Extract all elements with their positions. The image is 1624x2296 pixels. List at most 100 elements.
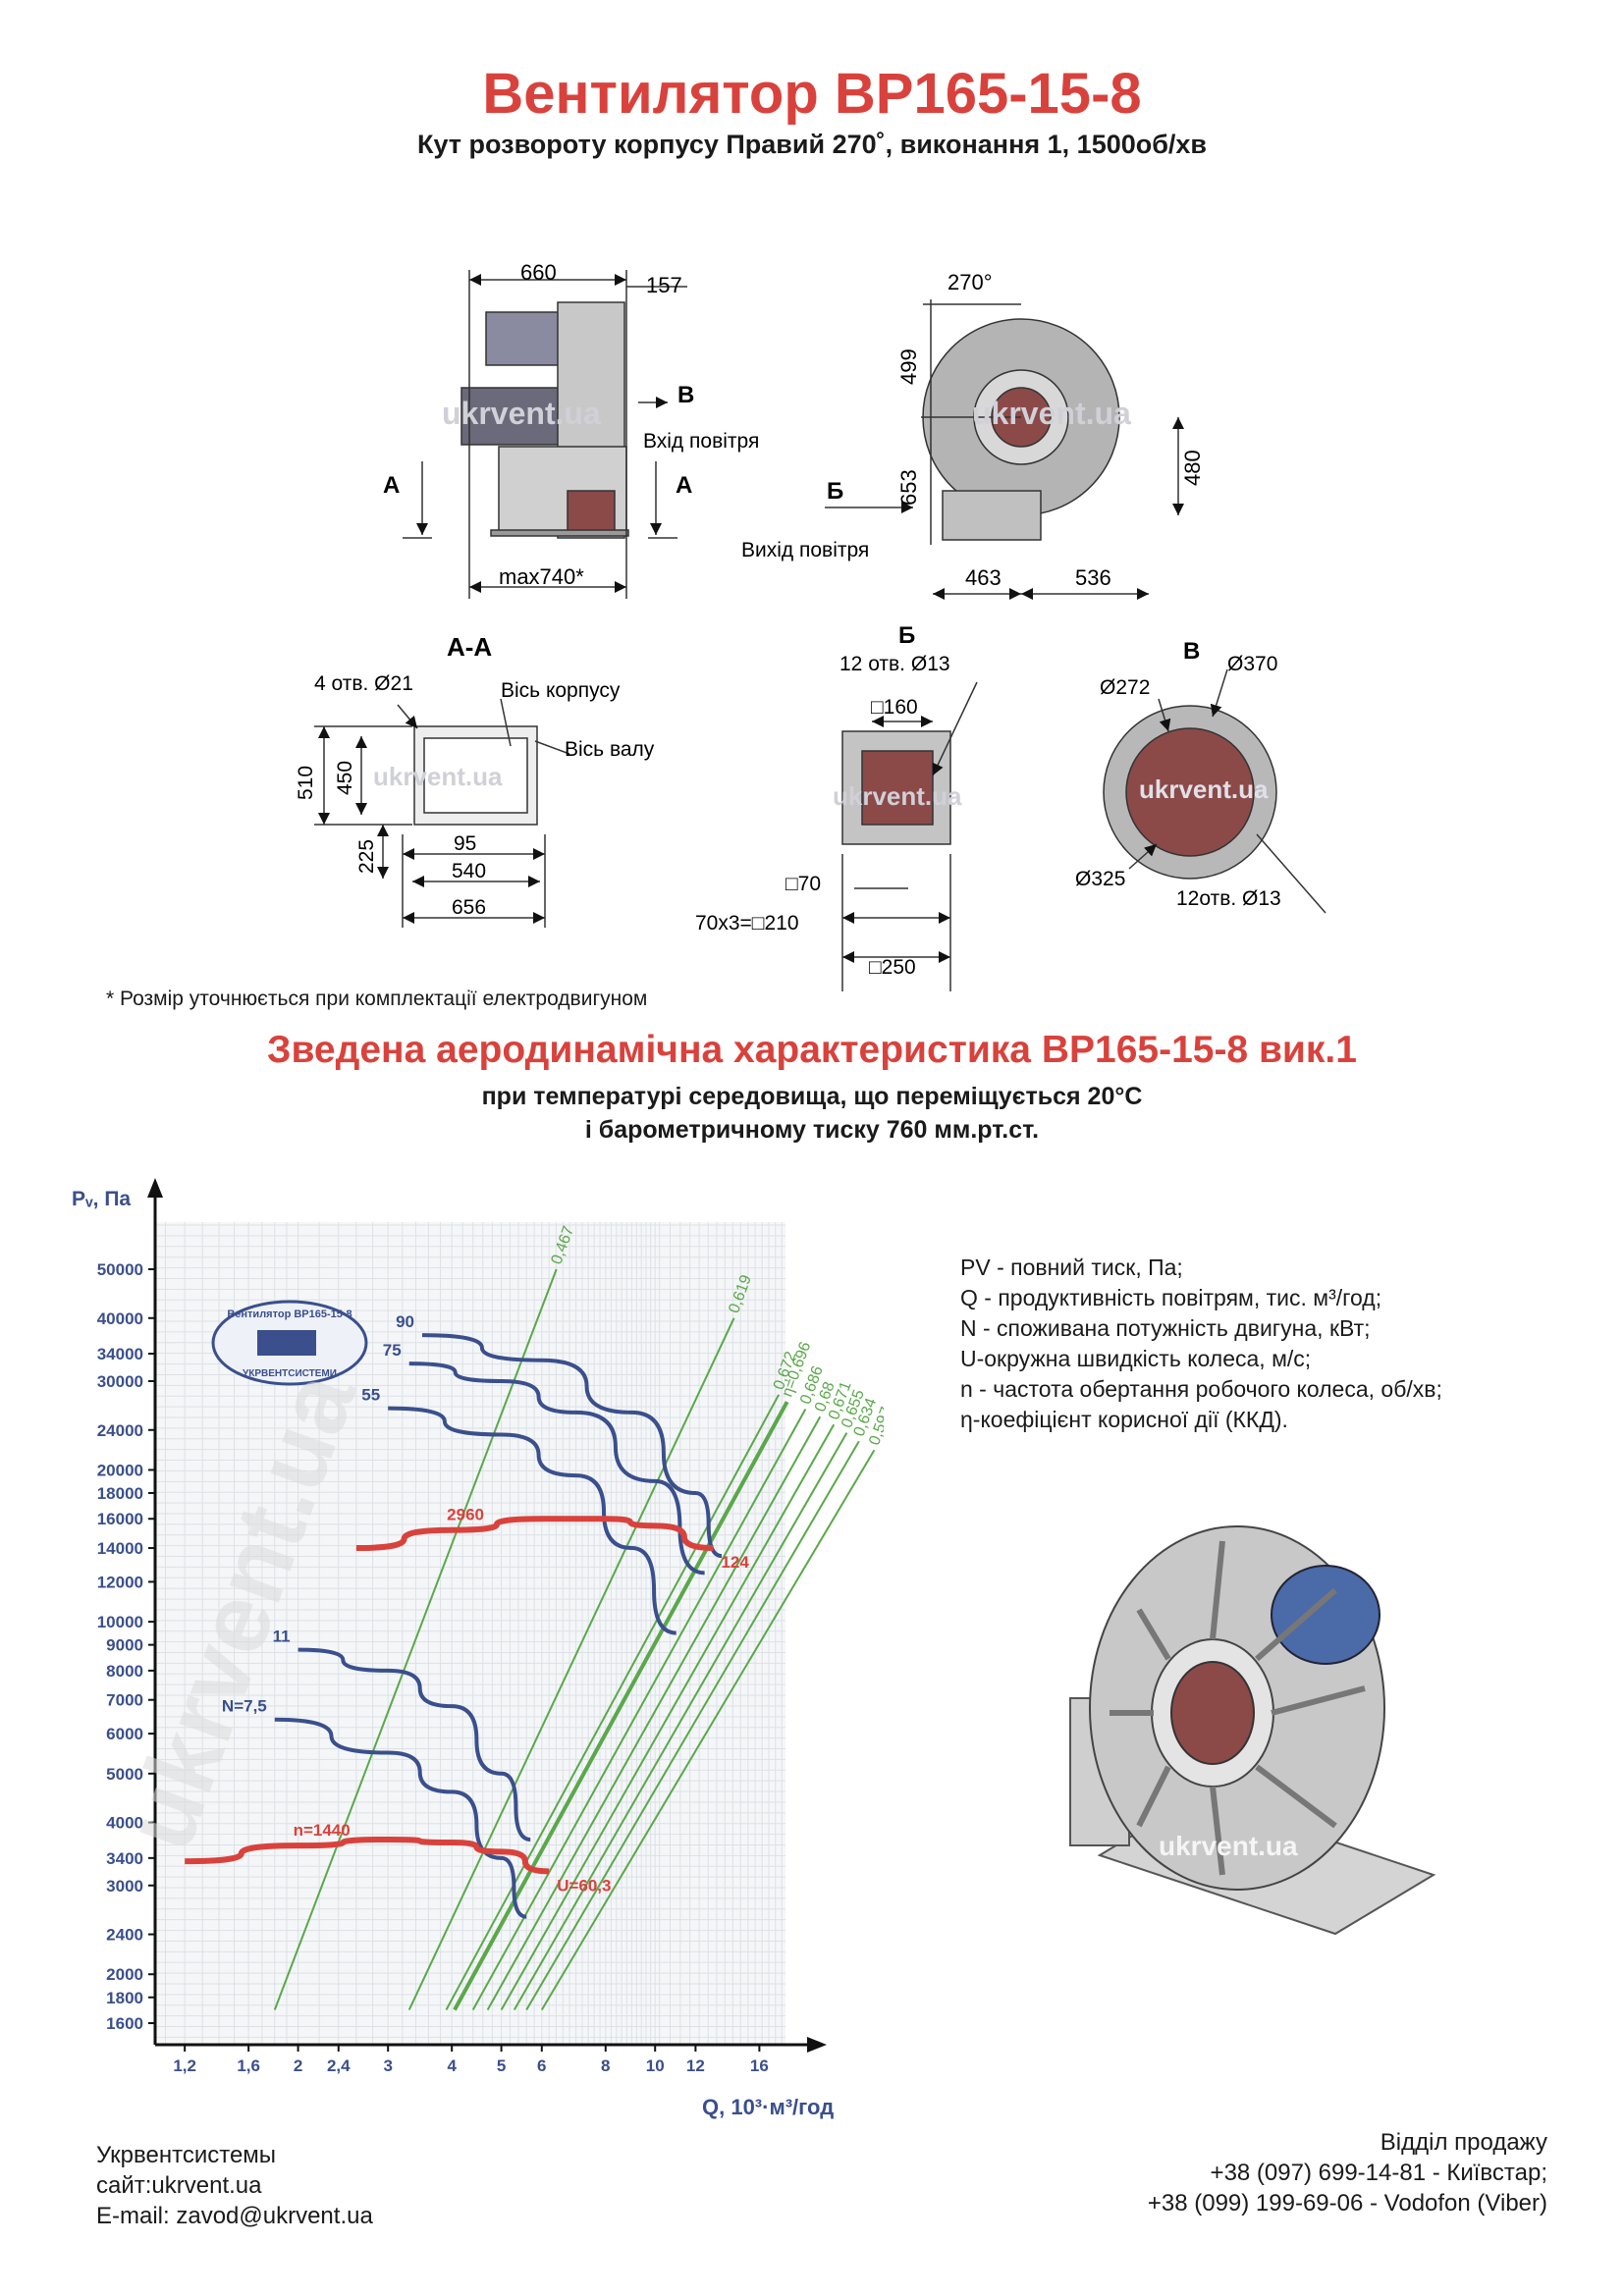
dim-max740: max740* [499, 564, 584, 589]
dim-250: □250 [869, 956, 916, 979]
shaft-axis-label: Вісь валу [565, 738, 655, 761]
legend-item: PV - повний тиск, Па; [960, 1255, 1183, 1280]
logo-fan-icon [257, 1330, 316, 1356]
footnote: * Розмір уточнюється при комплектації ел… [106, 988, 648, 1010]
y-tick-label: 2000 [106, 1965, 143, 1984]
y-tick-label: 30000 [97, 1372, 143, 1391]
efficiency-line [486, 1415, 822, 2010]
flange-b-title: Б [898, 622, 915, 649]
dim-d272: Ø272 [1100, 676, 1150, 699]
technical-drawings: 660 157 В Вхід повітря А А max740* 270° … [295, 260, 1326, 991]
holes-v: 12отв. Ø13 [1176, 887, 1281, 910]
y-tick-label: 9000 [106, 1636, 143, 1655]
legend-item: N - споживана потужність двигуна, кВт; [960, 1315, 1371, 1341]
section-a-right: А [676, 472, 692, 499]
y-tick-label: 34000 [97, 1345, 143, 1363]
speed-curve-end-label: 124 [721, 1553, 749, 1572]
holes-aa: 4 отв. Ø21 [314, 672, 413, 695]
x-tick-label: 2,4 [327, 2056, 351, 2075]
y-tick-label: 1600 [106, 2014, 143, 2033]
watermark-5: ukrvent.ua [1139, 774, 1269, 804]
dim-70: □70 [785, 873, 821, 895]
side-view-drawing [403, 270, 687, 599]
y-tick-label: 4000 [106, 1814, 143, 1833]
legend-item: U-окружна швидкість колеса, м/с; [960, 1346, 1312, 1371]
x-tick-label: 16 [750, 2056, 769, 2075]
body-axis-label: Вісь корпусу [501, 679, 621, 702]
y-tick-label: 14000 [97, 1539, 143, 1558]
x-tick-label: 1,2 [173, 2056, 196, 2075]
speed-curve [355, 1516, 714, 1552]
company-name: Укрвентсистемы [96, 2142, 277, 2168]
y-tick-label: 3000 [106, 1877, 143, 1896]
power-curve [422, 1333, 723, 1559]
page-title: Вентилятор ВР165-15-8 [482, 62, 1142, 126]
aero-title: Зведена аеродинамічна характеристика ВР1… [267, 1029, 1357, 1071]
efficiency-line [273, 1268, 558, 2010]
efficiency-line [525, 1440, 860, 2011]
footer-contacts: Укрвентсистемы сайт:ukrvent.ua E-mail: z… [96, 2140, 373, 2231]
y-tick-label: 24000 [97, 1421, 143, 1440]
power-curve-label: 55 [361, 1386, 380, 1405]
outlet-flange-drawing [841, 681, 978, 991]
dim-656: 656 [452, 896, 486, 919]
y-axis-arrow [147, 1178, 163, 1198]
x-tick-label: 6 [537, 2056, 546, 2075]
fan-illustration: ukrvent.ua [1069, 1525, 1436, 1936]
footer-sales: Відділ продажу +38 (097) 699-14-81 - Киї… [1148, 2127, 1547, 2218]
email-link[interactable]: E-mail: zavod@ukrvent.ua [96, 2203, 373, 2229]
y-tick-label: 5000 [106, 1765, 143, 1784]
y-tick-label: 7000 [106, 1691, 143, 1710]
dim-225: 225 [355, 839, 378, 874]
x-tick-label: 1,6 [237, 2056, 260, 2075]
label-view-b: В [677, 382, 694, 408]
dim-653: 653 [896, 469, 921, 506]
aero-condition-2: і барометричному тиску 760 мм.рт.ст. [584, 1116, 1040, 1144]
efficiency-line [540, 1449, 876, 2011]
aero-condition-1: при температурі середовища, що переміщує… [481, 1083, 1143, 1110]
power-curve [298, 1647, 531, 1842]
dim-536: 536 [1075, 565, 1111, 590]
y-tick-label: 16000 [97, 1510, 143, 1528]
power-curve-label: 90 [396, 1312, 414, 1331]
dim-d370: Ø370 [1227, 653, 1277, 675]
x-tick-label: 2 [294, 2056, 302, 2075]
y-tick-label: 18000 [97, 1484, 143, 1503]
flange-v-title: В [1183, 638, 1200, 665]
speed-curve-end-label: U=60,3 [557, 1876, 611, 1895]
phone-1[interactable]: +38 (097) 699-14-81 - Київстар; [1210, 2160, 1547, 2186]
outlet-label: Вихід повітря [741, 539, 869, 561]
section-a-left: А [383, 472, 400, 499]
efficiency-line [513, 1432, 848, 2011]
y-tick-label: 1800 [106, 1989, 143, 2007]
dim-499: 499 [896, 348, 921, 385]
x-axis-arrow [807, 2037, 827, 2053]
x-tick-label: 3 [383, 2056, 392, 2075]
section-aa-title: А-А [447, 632, 492, 662]
speed-curve [185, 1836, 550, 1875]
y-tick-label: 12000 [97, 1573, 143, 1591]
phone-2[interactable]: +38 (099) 199-69-06 - Vodofon (Viber) [1147, 2190, 1547, 2216]
site-link[interactable]: сайт:ukrvent.ua [96, 2172, 262, 2199]
efficiency-line [445, 1394, 781, 2010]
efficiency-line [453, 1401, 789, 2011]
logo-top-text: Вентилятор ВР165-15-8 [227, 1308, 352, 1320]
y-tick-label: 40000 [97, 1309, 143, 1328]
dim-d325: Ø325 [1075, 868, 1125, 890]
legend-item: η-коефіцієнт корисної дії (ККД). [960, 1407, 1288, 1432]
dim-450: 450 [334, 761, 356, 795]
y-tick-label: 8000 [106, 1662, 143, 1681]
y-tick-label: 50000 [97, 1260, 143, 1279]
watermark-1: ukrvent.ua [442, 396, 601, 431]
power-curve [274, 1717, 527, 1919]
dim-540: 540 [452, 860, 486, 882]
dim-463: 463 [965, 565, 1001, 590]
logo-bottom-text: УКРВЕНТСИСТЕМИ [243, 1368, 337, 1379]
x-tick-label: 4 [447, 2056, 457, 2075]
inlet-label: Вхід повітря [643, 430, 759, 453]
dim-480: 480 [1180, 450, 1205, 486]
y-axis-label: Pᵥ, Па [72, 1188, 131, 1210]
watermark-3: ukrvent.ua [373, 762, 503, 791]
power-curve-label: N=7,5 [222, 1697, 267, 1716]
